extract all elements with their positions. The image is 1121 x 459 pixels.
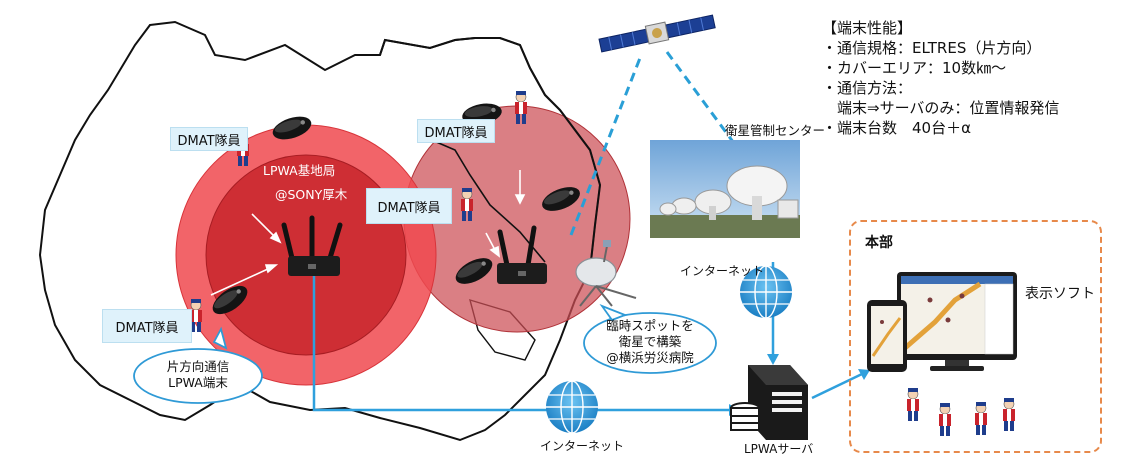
satellite-center-photo	[650, 140, 800, 238]
terminal-callout-text: 片方向通信 LPWA端末	[134, 359, 262, 391]
temp-spot-callout-bubble	[583, 312, 717, 374]
satellite-center-label: 衛星管制センター	[725, 123, 826, 138]
spec-item: ・端末台数 40台＋α	[822, 119, 971, 137]
link-center-arrowhead	[767, 354, 779, 365]
lpwa-server-label: LPWAサーバ	[744, 442, 814, 456]
temp-spot-callout-tail	[599, 304, 628, 322]
terminal-callout-line1: 片方向通信	[166, 359, 230, 374]
dmat-member-label: DMAT隊員	[417, 119, 495, 143]
coverage-area-inner	[205, 154, 407, 356]
uplink-dashed	[569, 57, 642, 236]
globe-icon-right	[740, 265, 792, 319]
temp-spot-callout-line3: @横浜労災病院	[606, 350, 694, 365]
base-station-label-line2: @SONY厚木	[275, 187, 348, 202]
link-server-to-hq	[811, 372, 863, 400]
lpwa-gateway-main-icon	[281, 215, 343, 276]
spec-item: ・通信規格：ELTRES（片方向）	[822, 39, 1042, 57]
spec-header: 【端末性能】	[822, 19, 913, 37]
terminal-spec-list: 【端末性能】 ・通信規格：ELTRES（片方向） ・カバーエリア：10数㎞～ ・…	[822, 18, 1059, 138]
region-border	[419, 134, 546, 263]
terminal-callout-bubble	[133, 348, 263, 404]
spec-item: 端末⇒サーバのみ：位置情報発信	[822, 99, 1060, 117]
terminal-callout-line2: LPWA端末	[168, 375, 228, 390]
internet-label-bottom: インターネット	[540, 439, 625, 453]
temp-spot-callout-line2: 衛星で構築	[618, 334, 682, 349]
display-software-label: 表示ソフト	[1025, 286, 1095, 302]
downlink-dashed	[665, 51, 752, 166]
portable-dish-icon	[575, 240, 637, 307]
map-outline-overlay	[379, 37, 602, 271]
satellite-icon	[598, 14, 716, 53]
globe-icon-bottom	[546, 380, 598, 434]
temp-spot-callout-text: 臨時スポットを 衛星で構築 @横浜労災病院	[584, 318, 716, 366]
dmat-member-label: DMAT隊員	[366, 188, 452, 224]
spec-item: ・カバーエリア：10数㎞～	[822, 59, 1007, 77]
internet-label-right: インターネット	[680, 264, 765, 278]
base-station-label-line1: LPWA基地局	[263, 163, 336, 178]
link-hq-arrowhead	[858, 369, 870, 380]
headquarters-box	[849, 220, 1102, 453]
headquarters-title: 本部	[865, 235, 893, 251]
lpwa-gateway-temp-icon	[497, 225, 547, 284]
terminal-callout-tail	[212, 326, 228, 350]
hq-display-icon	[867, 272, 1017, 372]
server-icon	[730, 365, 808, 440]
temp-spot-callout-line1: 臨時スポットを	[606, 318, 694, 333]
dmat-member-label: DMAT隊員	[170, 127, 248, 151]
white-signal-arrows	[210, 170, 526, 296]
spec-item: ・通信方法：	[822, 79, 913, 97]
dmat-member-label: DMAT隊員	[102, 309, 192, 343]
